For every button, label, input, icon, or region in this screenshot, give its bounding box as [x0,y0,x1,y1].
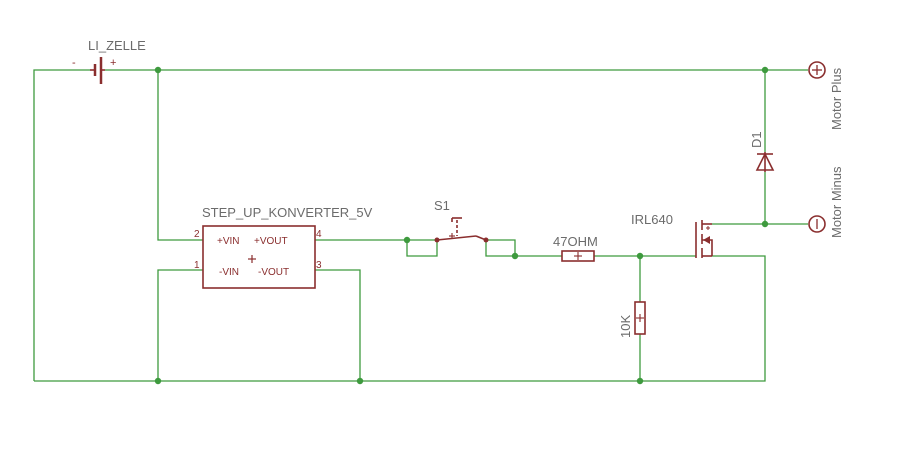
converter-pin-vout-minus: -VOUT [258,267,289,278]
converter-pin-number: 3 [316,260,322,271]
converter-symbol[interactable] [202,225,316,289]
converter-pin-vin-minus: -VIN [219,267,239,278]
diode-label: D1 [749,131,764,148]
wire-vout-minus [315,269,361,381]
wires [33,69,808,382]
switch-label: S1 [434,198,450,213]
resistor-series-symbol[interactable] [561,250,595,262]
mosfet-symbol[interactable] [695,220,713,262]
wire-vin-plus [157,70,203,241]
mosfet-arrow [703,236,710,244]
converter-pin-number: 1 [194,260,200,271]
wire-bottom-rail [34,255,766,382]
motor-minus-label: Motor Minus [829,166,844,238]
battery-plus-sign: + [110,57,116,69]
diode-symbol[interactable] [755,152,775,172]
junction-dot [511,252,519,260]
converter-pin-number: 4 [316,229,322,240]
switch-lever [436,235,477,241]
converter-body [202,225,316,289]
battery-label: LI_ZELLE [88,38,146,53]
junction-dot [761,66,769,74]
battery-minus-sign: - [72,57,76,69]
motor-minus-connector[interactable] [808,215,826,233]
junction-dot [154,66,162,74]
wire-top-left [33,69,90,381]
junction-dot [636,252,644,260]
wire-switch-right-b [485,240,562,257]
switch-symbol[interactable] [434,217,489,243]
converter-pin-vout-plus: +VOUT [254,236,288,247]
junction-dot [403,236,411,244]
wire-switch-right [486,239,516,256]
motor-plus-label: Motor Plus [829,67,844,130]
junction-dot [356,377,364,385]
junction-dot [636,377,644,385]
junctions [154,66,769,385]
wire-vin-minus [157,269,203,381]
resistor-pulldown-symbol[interactable] [634,301,646,335]
motor-plus-connector[interactable] [808,61,826,79]
wire-switch-left [406,240,438,257]
converter-label: STEP_UP_KONVERTER_5V [202,205,373,220]
junction-dot [154,377,162,385]
resistor-body [634,301,646,335]
junction-dot [761,220,769,228]
resistor-body [561,250,595,262]
converter-pin-number: 2 [194,229,200,240]
mosfet-label: IRL640 [631,212,673,227]
converter-pin-vin-plus: +VIN [217,236,240,247]
resistor-series-label: 47OHM [553,234,598,249]
battery-symbol[interactable] [90,57,105,84]
resistor-pulldown-label: 10K [618,315,633,338]
